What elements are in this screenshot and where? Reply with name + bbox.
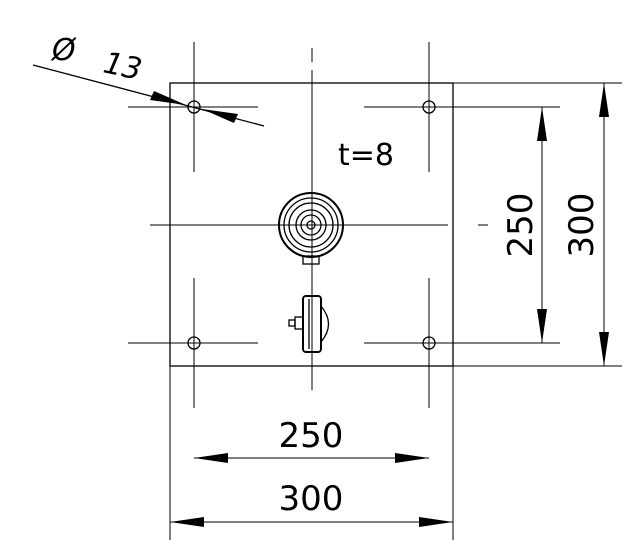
dimension-vertical-hole-spacing: 250 <box>501 107 547 343</box>
dimension-label-300-horizontal: 300 <box>279 479 344 519</box>
bolt-hole-bottom-right <box>364 278 560 408</box>
dimension-horizontal-hole-spacing: 250 <box>194 416 429 463</box>
dimension-horizontal-plate-width: 300 <box>169 366 454 540</box>
center-lines <box>150 48 488 390</box>
hole-diameter-callout: Ø 13 <box>32 33 265 127</box>
dimension-label-250-vertical: 250 <box>501 193 541 258</box>
dimension-vertical-plate-height: 300 <box>453 82 622 367</box>
dimension-label-300-vertical: 300 <box>562 193 602 258</box>
diameter-symbol: Ø <box>50 33 77 68</box>
diameter-value: 13 <box>100 46 145 88</box>
dimension-label-250-horizontal: 250 <box>279 416 344 456</box>
central-column-fitting <box>278 192 344 265</box>
bolt-hole-bottom-left <box>128 278 258 408</box>
bolt-hole-top-right <box>364 42 560 172</box>
thickness-note: t=8 <box>338 138 394 173</box>
side-bracket <box>288 295 330 353</box>
